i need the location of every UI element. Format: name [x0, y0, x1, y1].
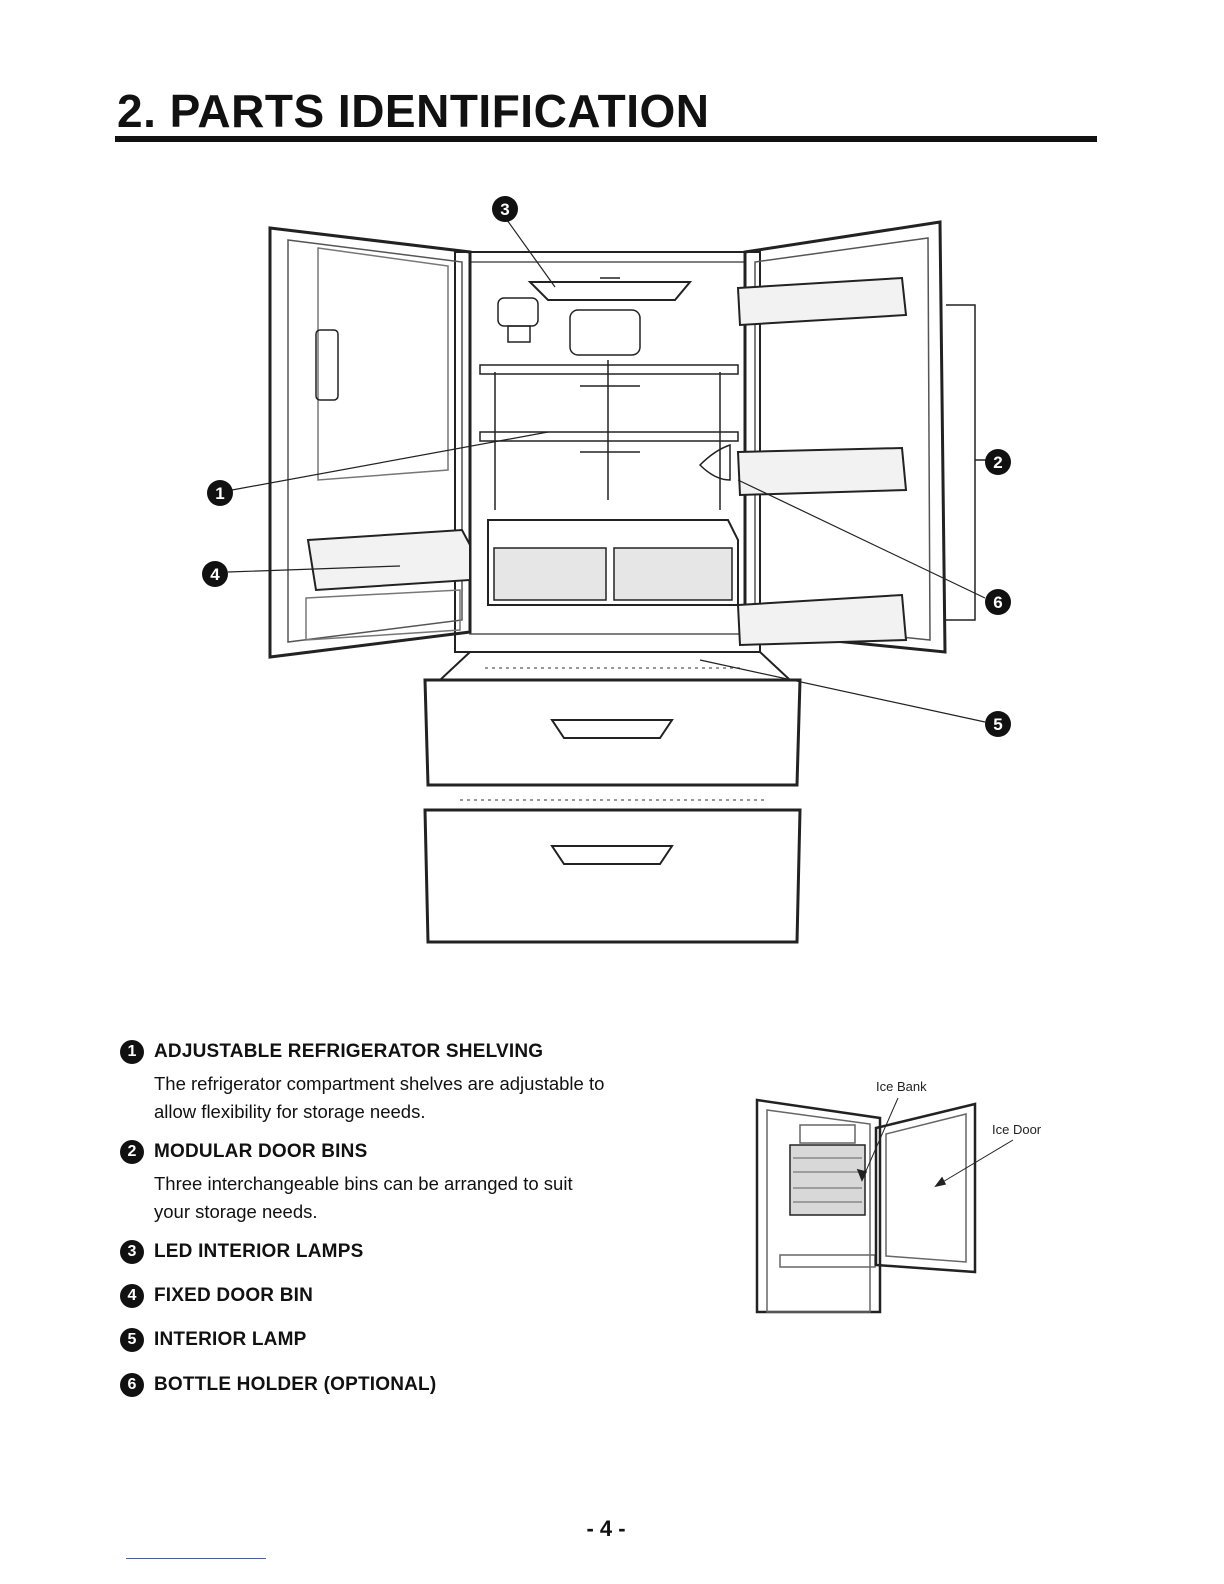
page-title: 2. PARTS IDENTIFICATION	[117, 85, 710, 137]
part-title: BOTTLE HOLDER (OPTIONAL)	[154, 1374, 437, 1395]
page-number: - 4 -	[586, 1516, 626, 1541]
part-number-badge: 6	[120, 1373, 144, 1397]
part-number-badge: 2	[120, 1140, 144, 1164]
left-door	[268, 226, 472, 659]
part-title: MODULAR DOOR BINS	[154, 1141, 368, 1162]
ice-compartment-cabinet	[755, 1098, 882, 1314]
ice-bank-label: Ice Bank	[876, 1079, 927, 1094]
drawer-handle-upper	[550, 719, 674, 739]
freezer-drawer-lower	[423, 808, 802, 944]
ice-maker	[497, 297, 539, 327]
door-bins-bracket	[946, 304, 976, 621]
ice-door	[874, 1102, 977, 1274]
part-item-6: 6 BOTTLE HOLDER (OPTIONAL)	[120, 1373, 436, 1397]
shelf-upper	[479, 364, 739, 375]
svg-text:6: 6	[993, 593, 1002, 612]
svg-text:4: 4	[210, 565, 220, 584]
ice-compartment-diagram: Ice Bank Ice Door	[755, 1079, 1042, 1314]
callout-4: 4	[202, 561, 228, 587]
footer-rule	[126, 1558, 266, 1559]
callout-1: 1	[207, 480, 233, 506]
part-description: The refrigerator compartment shelves are…	[154, 1073, 605, 1122]
part-number-badge: 4	[120, 1284, 144, 1308]
part-title: INTERIOR LAMP	[154, 1329, 307, 1350]
part-title: LED INTERIOR LAMPS	[154, 1241, 364, 1262]
led-lamp-housing	[527, 281, 693, 301]
bottle-holder	[698, 443, 731, 481]
part-item-5: 5 INTERIOR LAMP	[120, 1328, 307, 1352]
part-item-1: 1 ADJUSTABLE REFRIGERATOR SHELVING The r…	[120, 1040, 634, 1126]
svg-text:3: 3	[500, 200, 509, 219]
crisper-drawers	[487, 519, 739, 606]
part-number-badge: 5	[120, 1328, 144, 1352]
callout-3: 3	[492, 196, 518, 222]
door-bin-top	[736, 276, 908, 327]
part-number-badge: 3	[120, 1240, 144, 1264]
svg-text:5: 5	[993, 715, 1002, 734]
right-door	[743, 220, 947, 654]
part-item-2: 2 MODULAR DOOR BINS Three interchangeabl…	[120, 1140, 584, 1226]
svg-text:1: 1	[215, 484, 224, 503]
callout-5: 5	[985, 711, 1011, 737]
part-number-badge: 1	[120, 1040, 144, 1064]
part-description: Three interchangeable bins can be arrang…	[154, 1173, 573, 1222]
door-bin-middle	[736, 446, 908, 497]
svg-text:2: 2	[993, 453, 1002, 472]
fixed-door-bin	[306, 528, 471, 592]
shelf-middle	[479, 431, 739, 442]
part-item-4: 4 FIXED DOOR BIN	[120, 1284, 313, 1308]
drawer-handle-lower	[550, 845, 674, 865]
callout-2: 2	[985, 449, 1011, 475]
title-underline	[115, 136, 1097, 142]
ice-door-label: Ice Door	[992, 1122, 1042, 1137]
part-title: FIXED DOOR BIN	[154, 1285, 314, 1306]
freezer-drawer-upper	[423, 678, 802, 787]
refrigerator-diagram: 1 2 3 4 5 6	[202, 196, 1011, 944]
part-title: ADJUSTABLE REFRIGERATOR SHELVING	[154, 1041, 544, 1062]
part-item-3: 3 LED INTERIOR LAMPS	[120, 1240, 363, 1264]
ice-bank	[789, 1144, 866, 1216]
callout-6: 6	[985, 589, 1011, 615]
door-bin-bottom	[736, 593, 908, 647]
door-handle-left	[315, 329, 339, 401]
filter-housing	[569, 309, 641, 356]
